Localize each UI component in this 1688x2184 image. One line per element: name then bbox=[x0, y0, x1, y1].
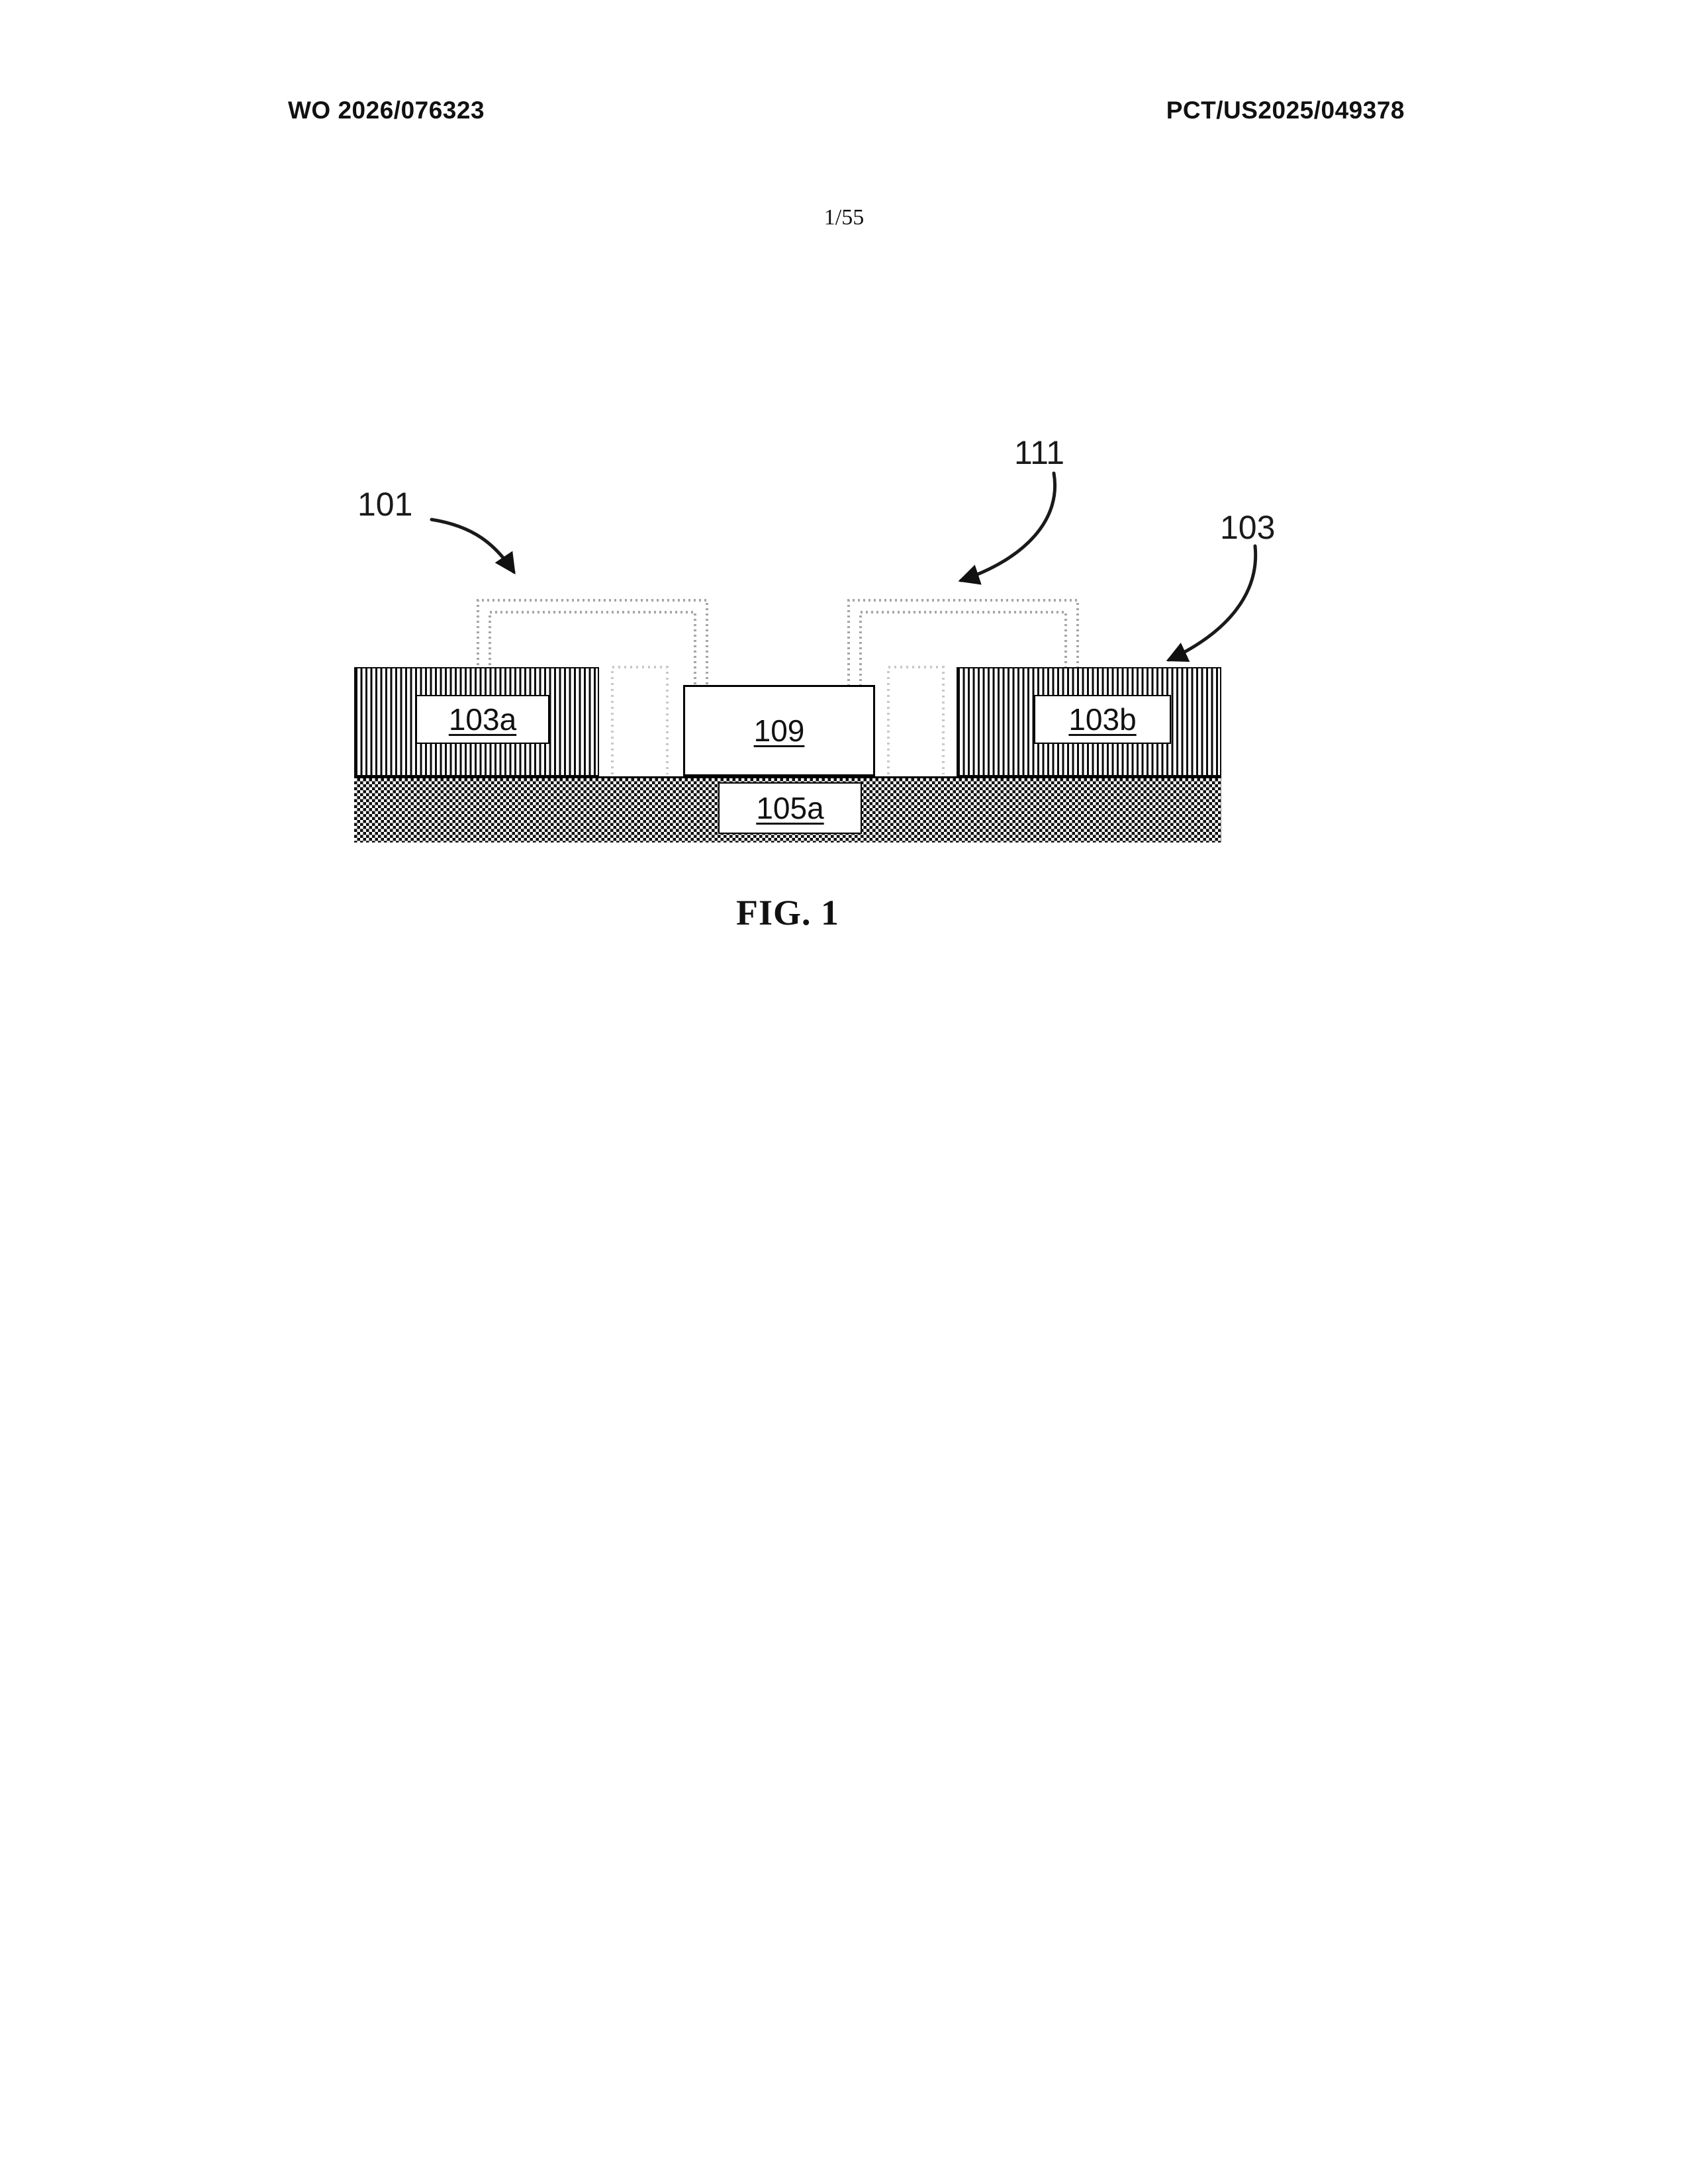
sheet-number: 1/55 bbox=[823, 205, 865, 230]
arrow-111 bbox=[958, 471, 1056, 585]
arrow-103 bbox=[1166, 544, 1258, 662]
center-region-block: 109 bbox=[683, 685, 875, 776]
callout-label-103: 103 bbox=[1220, 509, 1276, 546]
arrow-101 bbox=[430, 518, 516, 574]
region-label-box-103a: 103a bbox=[416, 695, 549, 744]
application-number: PCT/US2025/049378 bbox=[1166, 97, 1405, 124]
callout-label-111: 111 bbox=[1014, 434, 1065, 471]
publication-number: WO 2026/076323 bbox=[288, 97, 485, 124]
callout-label-101: 101 bbox=[357, 486, 413, 523]
figure-caption: FIG. 1 bbox=[735, 893, 839, 933]
region-label-103a: 103a bbox=[448, 702, 517, 737]
dotted-stem-left bbox=[611, 666, 669, 774]
region-label-105a: 105a bbox=[756, 791, 824, 825]
region-label-box-105a: 105a bbox=[718, 782, 862, 834]
dotted-stem-right bbox=[887, 666, 945, 774]
region-label-box-103b: 103b bbox=[1034, 695, 1171, 744]
region-label-109: 109 bbox=[753, 713, 805, 748]
region-label-103b: 103b bbox=[1068, 702, 1137, 737]
